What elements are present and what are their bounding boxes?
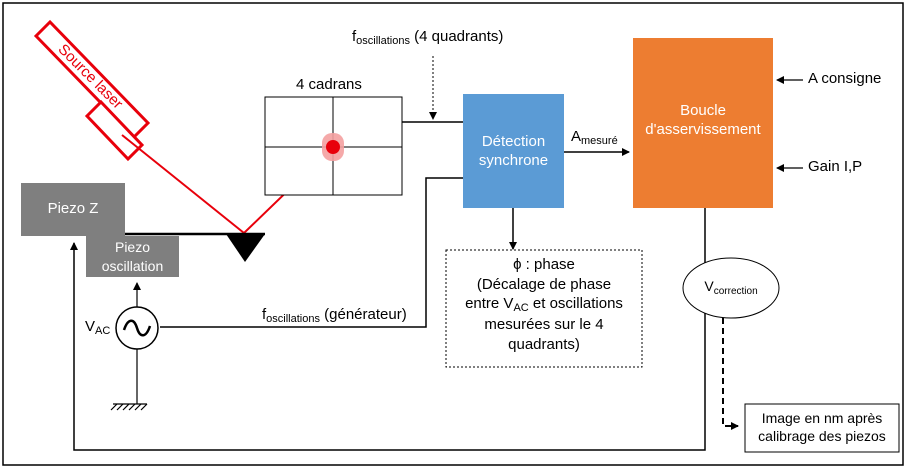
a-setpoint-label: A consigne <box>808 70 882 87</box>
piezo-z-block <box>21 183 125 236</box>
v-correction-label: Vcorrection <box>683 278 779 298</box>
v-correction-sub: correction <box>713 286 758 297</box>
f-osc-quadrants-post: (4 quadrants) <box>409 28 504 45</box>
laser-incident-beam <box>121 134 245 234</box>
a-measured-sub: mesuré <box>581 135 618 147</box>
dashed-wire-to-image <box>722 318 739 430</box>
piezo-z-label: Piezo Z <box>47 200 99 218</box>
image-output-line2: calibrage des piezos <box>758 428 886 445</box>
feedback-loop-wire <box>70 208 706 451</box>
phase-note-line2: (Décalage de phase <box>476 275 612 293</box>
phase-note-box <box>445 249 643 368</box>
piezo-oscillation-label-box: Piezo oscillation <box>86 236 179 277</box>
phase-note-line3: entre VAC et oscillations <box>446 294 642 315</box>
servo-loop-label: Boucle d'asservissement <box>645 101 761 139</box>
image-output-line1: Image en nm après <box>761 410 883 426</box>
piezo-z-label-box: Piezo Z <box>21 196 125 222</box>
afm-tip <box>226 234 265 262</box>
v-ac-sub: AC <box>95 325 111 337</box>
wire-generator-to-sync <box>160 177 463 328</box>
sync-detection-box <box>463 94 564 208</box>
gain-label: Gain I,P <box>808 158 863 175</box>
f-osc-quadrants-main: f <box>352 28 357 45</box>
v-correction-ellipse <box>682 257 780 319</box>
f-osc-generator-post: (générateur) <box>319 306 407 323</box>
phase-note-line3-pre: entre V <box>465 295 514 312</box>
a-measured-label: Amesuré <box>571 128 618 148</box>
phase-note-line5: quadrants) <box>508 335 580 353</box>
image-output-box <box>744 403 900 453</box>
image-output-label: Image en nm après calibrage des piezos <box>745 409 899 445</box>
sync-detection-label-box: Détection synchrone <box>463 94 564 208</box>
laser-spot <box>322 133 344 161</box>
ground-icon <box>110 403 148 411</box>
a-measured-main: A <box>571 128 582 145</box>
sine-wave-icon <box>122 319 152 337</box>
phase-note-line4: mesurées sur le 4 <box>484 316 604 334</box>
phase-note-line3-post: et oscillations <box>528 295 623 312</box>
f-osc-generator-label: foscillations (générateur) <box>262 306 407 326</box>
phase-note-text: ϕ : phase (Décalage de phase entre VAC e… <box>446 255 642 354</box>
f-osc-quadrants-sub: oscillations <box>356 35 410 47</box>
f-osc-quadrants-label: foscillations (4 quadrants) <box>352 28 503 48</box>
four-quadrants-label: 4 cadrans <box>296 76 362 93</box>
servo-loop-box <box>633 38 773 208</box>
v-correction-main: V <box>704 278 714 294</box>
v-ac-main: V <box>85 318 96 335</box>
servo-loop-label-box: Boucle d'asservissement <box>633 90 773 150</box>
sync-detection-label: Détection synchrone <box>478 132 549 170</box>
piezo-oscillation-block <box>86 236 179 277</box>
phase-note-line1: ϕ : phase <box>513 256 575 273</box>
piezo-oscillation-label: Piezo oscillation <box>101 239 164 274</box>
f-osc-generator-main: f <box>262 306 267 323</box>
f-osc-generator-sub: oscillations <box>266 313 320 325</box>
phase-note-line3-sub: AC <box>513 302 529 314</box>
laser-source-box <box>33 19 151 162</box>
v-ac-label: VAC <box>85 318 110 338</box>
